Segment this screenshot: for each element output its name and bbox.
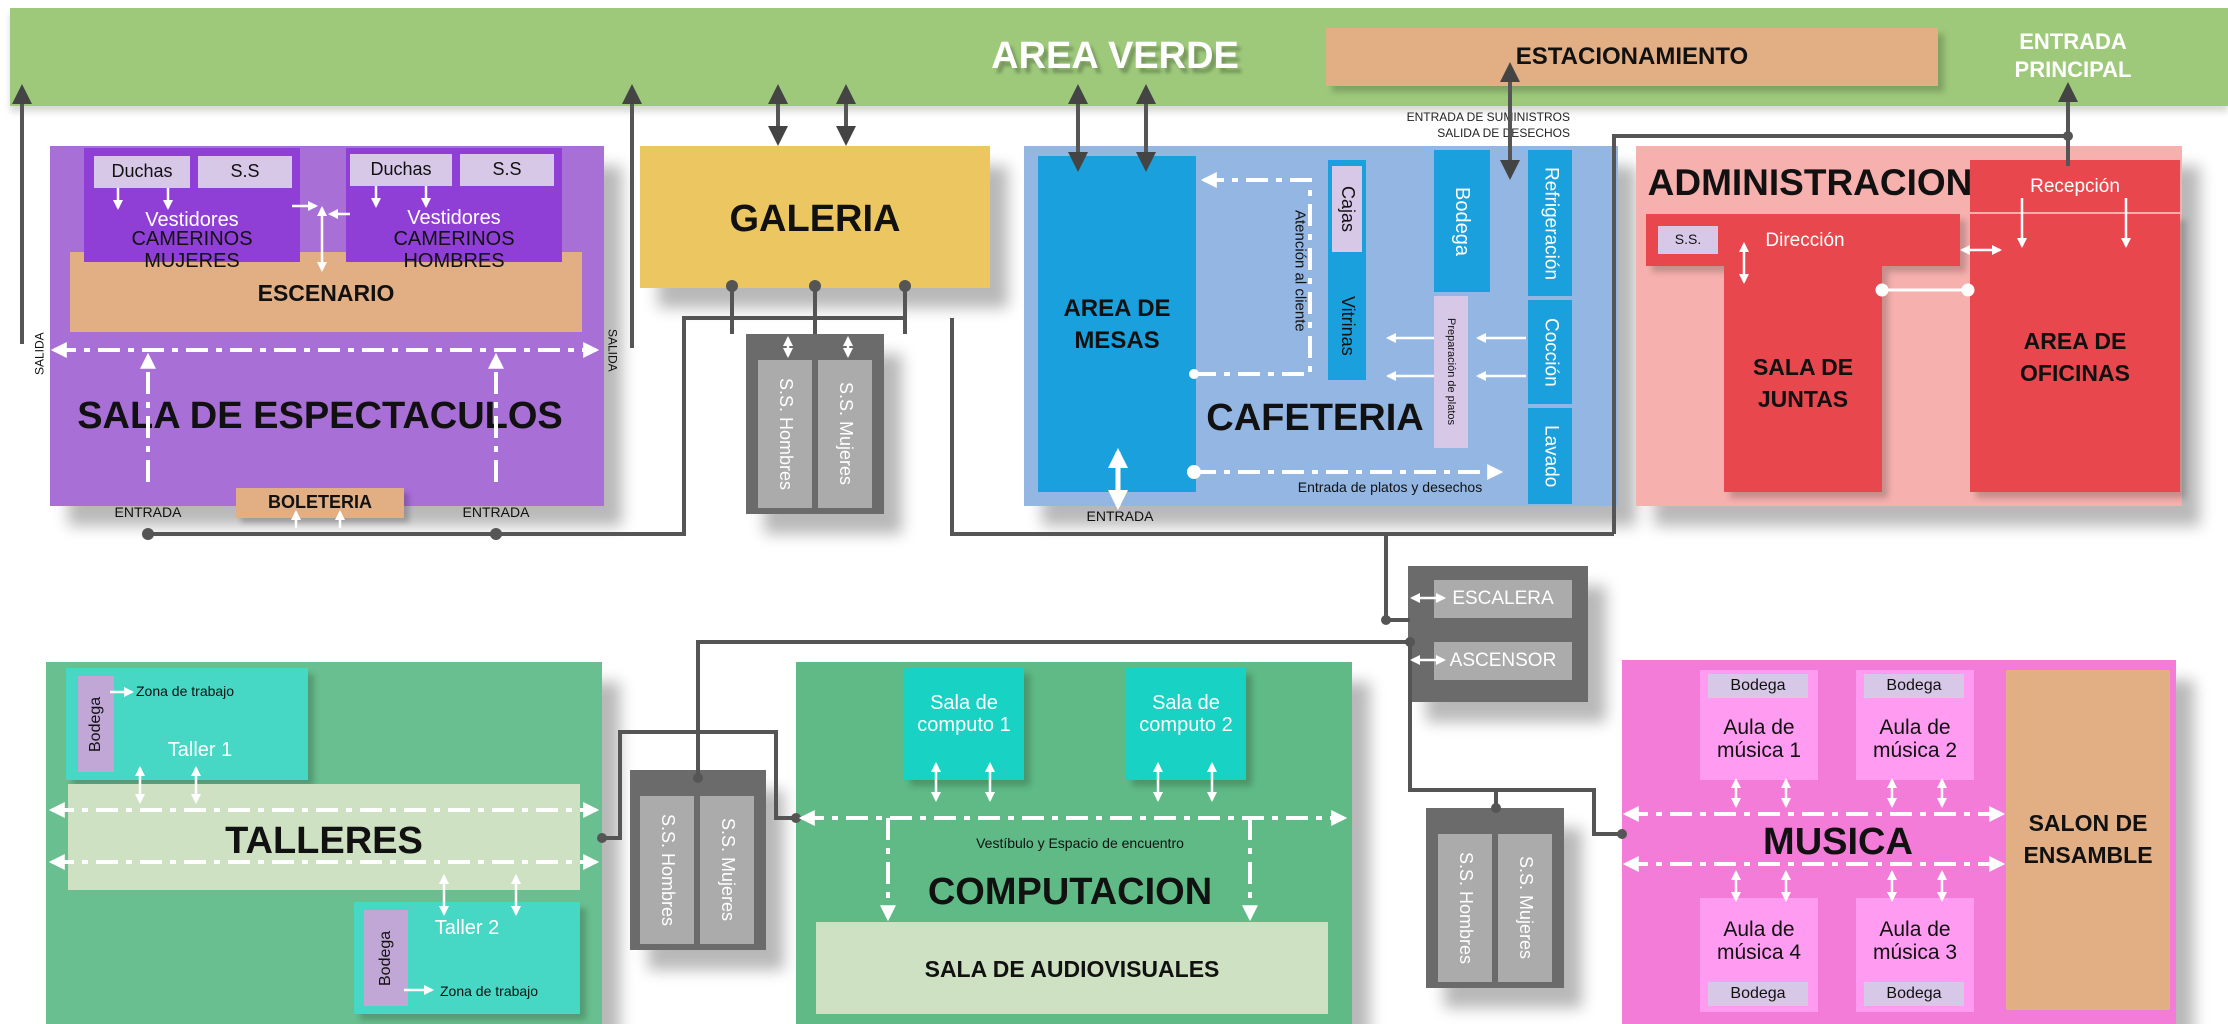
computacion-ss-hombres: S.S. Hombres (1438, 834, 1492, 982)
coccion-label: Cocción (1540, 317, 1562, 387)
audiovisuales-zone (816, 922, 1328, 1014)
area-verde-label: AREA VERDE (991, 35, 1239, 78)
lavado-label: Lavado (1540, 424, 1562, 488)
audiovisuales-label: SALA DE AUDIOVISUALES (924, 956, 1220, 983)
ascensor-label: ASCENSOR (1434, 642, 1572, 680)
cajas-label: Cajas (1332, 166, 1362, 252)
sala-computo-2: Sala de computo 2 (1126, 668, 1246, 780)
ss-hombres-camerino: S.S (460, 154, 554, 186)
sala-espectaculos-title: SALA DE ESPECTACULOS (77, 395, 563, 438)
bodega-aula-4: Bodega (1708, 982, 1808, 1006)
vestibulo-label: Vestíbulo y Espacio de encuentro (976, 835, 1184, 852)
bodega-aula-2: Bodega (1864, 674, 1964, 698)
aula-4-label: Aula de música 4 (1716, 917, 1802, 964)
camerinos-mujeres-label: CAMERINOS MUJERES (131, 228, 253, 272)
bodega-cafe-label: Bodega (1451, 186, 1473, 256)
vestidores-hombres: Vestidores (407, 207, 501, 229)
suministros-label-2: SALIDA DE DESECHOS (1437, 126, 1570, 141)
salida-left-label: SALIDA (32, 332, 47, 376)
salon-ensamble-zone (2006, 670, 2170, 1010)
refrigeracion-label: Refrigeración (1540, 166, 1562, 280)
talleres-title: TALLERES (225, 820, 423, 863)
camerinos-hombres-label: CAMERINOS HOMBRES (393, 228, 515, 272)
duchas-hombres: Duchas (350, 154, 452, 186)
entrada-platos-label: Entrada de platos y desechos (1297, 479, 1483, 496)
boleteria-label: BOLETERIA (267, 492, 372, 513)
taller-1-label: Taller 1 (167, 739, 233, 761)
talleres-hall-zone (68, 784, 580, 890)
vestidores-mujeres: Vestidores (145, 209, 239, 231)
entrada-cafeteria-label: ENTRADA (1086, 508, 1154, 525)
salon-ensamble-label-1: SALON DE (2028, 810, 2148, 837)
ss-admin-label: S.S. (1658, 226, 1718, 254)
escalera-label: ESCALERA (1434, 580, 1572, 618)
salida-right-label: SALIDA (605, 328, 620, 372)
direccion-label: Dirección (1765, 229, 1845, 251)
bodega-taller-1: Bodega (78, 676, 114, 772)
area-mesas-label-2: MESAS (1074, 326, 1160, 354)
entrada-principal-label-1: ENTRADA (2019, 28, 2127, 54)
recepcion-label: Recepción (2030, 175, 2120, 197)
vitrinas-label: Vitrinas (1337, 296, 1358, 356)
computacion-title: COMPUTACION (927, 871, 1213, 914)
galeria-ss-connect (730, 286, 907, 334)
zona-trabajo-2-label: Zona de trabajo (440, 983, 539, 1000)
estacionamiento-label: ESTACIONAMIENTO (1515, 42, 1749, 70)
aula-1-label: Aula de música 1 (1716, 715, 1802, 762)
salon-ensamble-label-2: ENSAMBLE (2023, 842, 2153, 869)
galeria-zone (640, 146, 990, 288)
administracion-title: ADMINISTRACION (1647, 161, 1973, 203)
bodega-aula-1: Bodega (1708, 674, 1808, 698)
aula-2-label: Aula de música 2 (1872, 715, 1958, 762)
bodega-taller-2: Bodega (364, 910, 408, 1006)
entrada-left-label: ENTRADA (114, 504, 182, 521)
entrada-right-label: ENTRADA (462, 504, 530, 521)
sala-juntas-label-1: SALA DE (1752, 354, 1854, 381)
talleres-ss-hombres: S.S. Hombres (640, 796, 694, 944)
sala-juntas-label-2: JUNTAS (1757, 386, 1849, 413)
bodega-aula-3: Bodega (1864, 982, 1964, 1006)
escalera-drop (1384, 534, 1410, 622)
duchas-mujeres: Duchas (94, 156, 190, 188)
talleres-ss-mujeres: S.S. Mujeres (700, 796, 754, 944)
galeria-title: GALERIA (729, 198, 901, 241)
zona-trabajo-1-label: Zona de trabajo (136, 683, 235, 700)
escenario-label: ESCENARIO (257, 280, 395, 307)
entrada-principal-label-2: PRINCIPAL (2014, 56, 2132, 82)
area-oficinas-label-2: OFICINAS (2020, 360, 2130, 387)
taller-2-label: Taller 2 (434, 917, 500, 939)
ss-mujeres-camerino: S.S (198, 156, 292, 188)
estacionamiento-zone (1326, 28, 1938, 86)
galeria-ss-hombres: S.S. Hombres (758, 360, 812, 508)
aula-3-label: Aula de música 3 (1872, 917, 1958, 964)
galeria-ss-mujeres: S.S. Mujeres (818, 360, 872, 508)
area-oficinas-label-1: AREA DE (2023, 328, 2127, 355)
area-mesas-label-1: AREA DE (1063, 294, 1171, 322)
bodega-cafe-zone (1434, 150, 1490, 292)
cafeteria-title: CAFETERIA (1206, 397, 1424, 440)
musica-title: MUSICA (1763, 821, 1913, 864)
atencion-label: Atención al cliente (1291, 210, 1309, 332)
suministros-label-1: ENTRADA DE SUMINISTROS (1406, 110, 1570, 125)
sala-computo-1: Sala de computo 1 (904, 668, 1024, 780)
computacion-ss-mujeres: S.S. Mujeres (1498, 834, 1552, 982)
refrigeracion-zone (1528, 150, 1572, 296)
